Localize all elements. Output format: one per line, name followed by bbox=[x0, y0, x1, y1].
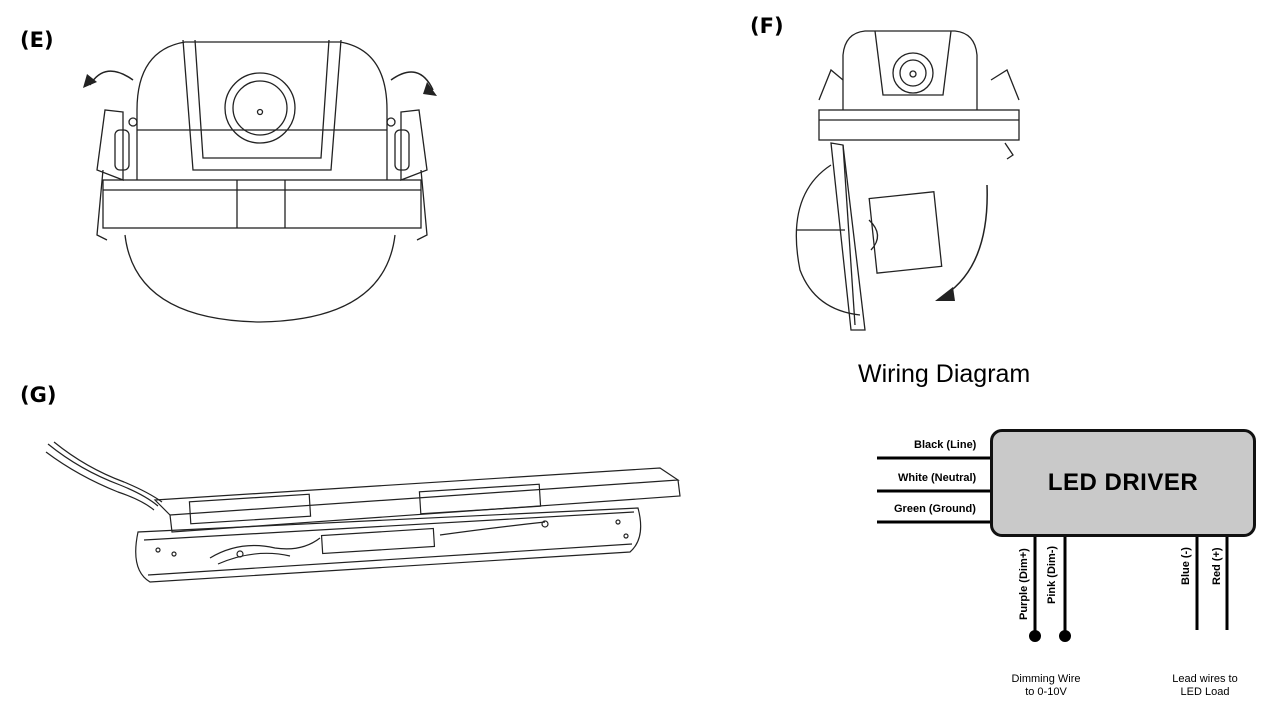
wiring-lines bbox=[877, 456, 1229, 642]
wire-label-red: Red (+) bbox=[1211, 547, 1223, 585]
fixture-side-view-drawing bbox=[795, 30, 1020, 331]
lead-caption-line-2: LED Load bbox=[1180, 686, 1230, 698]
wire-label-black: Black (Line) bbox=[914, 439, 977, 451]
panel-label-f: (F) bbox=[750, 14, 784, 38]
dimming-caption-line-1: Dimming Wire bbox=[1011, 673, 1081, 685]
wire-label-blue: Blue (-) bbox=[1180, 547, 1192, 585]
wire-label-white: White (Neutral) bbox=[898, 472, 977, 484]
wire-label-green: Green (Ground) bbox=[894, 503, 976, 515]
dimming-wire-caption: Dimming Wire to 0-10V bbox=[1003, 673, 1089, 699]
lead-caption-line-1: Lead wires to bbox=[1172, 673, 1238, 685]
lead-wires-caption: Lead wires to LED Load bbox=[1162, 673, 1248, 699]
led-driver-label: LED DRIVER bbox=[1047, 469, 1199, 496]
fixture-front-view-drawing bbox=[83, 39, 437, 323]
linear-fixture-interior-drawing bbox=[45, 441, 681, 583]
wire-label-pink: Pink (Dim-) bbox=[1046, 545, 1058, 604]
wire-label-purple: Purple (Dim+) bbox=[1018, 548, 1030, 620]
dimming-caption-line-2: to 0-10V bbox=[1025, 686, 1067, 698]
panel-label-g: (G) bbox=[20, 383, 57, 407]
wiring-diagram-title: Wiring Diagram bbox=[858, 360, 1031, 388]
led-driver-box: LED DRIVER bbox=[990, 429, 1256, 537]
panel-label-e: (E) bbox=[20, 28, 54, 52]
